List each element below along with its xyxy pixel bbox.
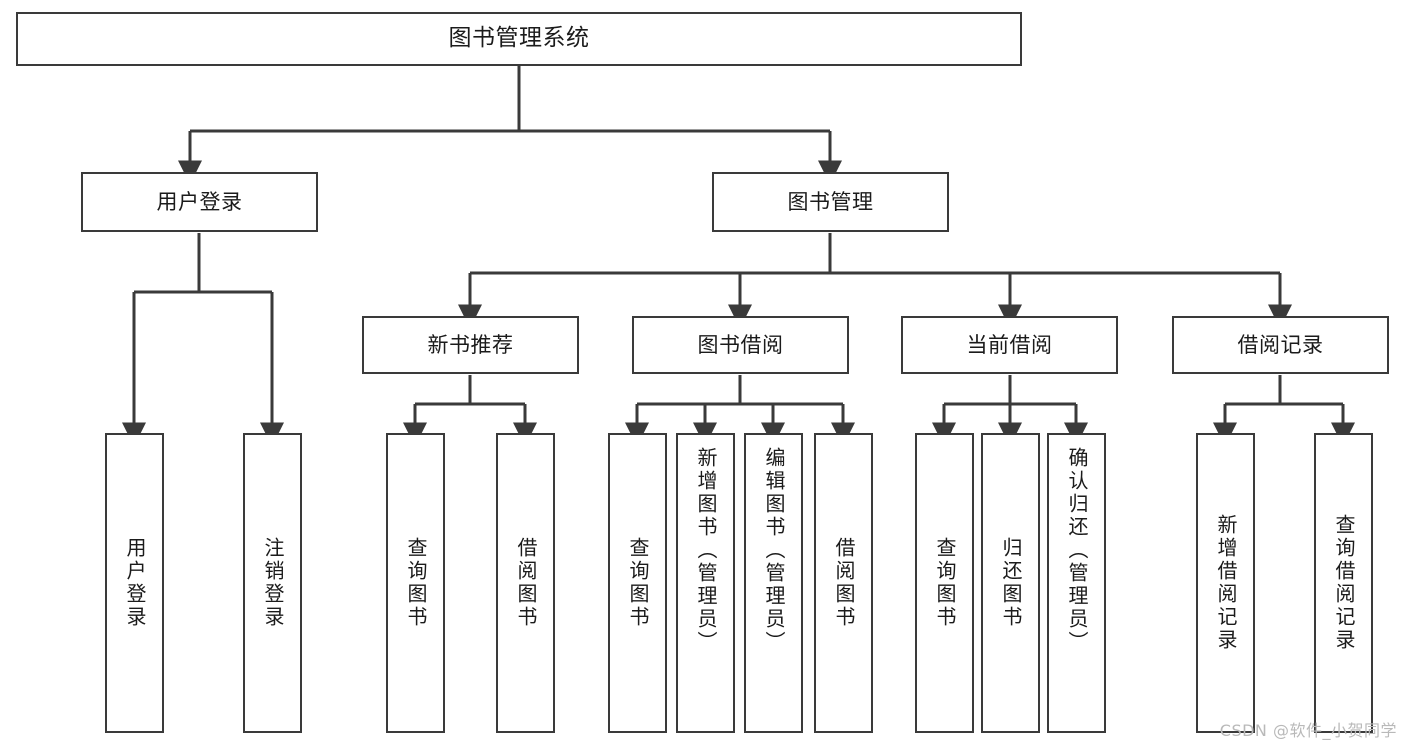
leaf-nb-query-book-label: 查询图书 [404, 537, 428, 629]
leaf-nb-query-book[interactable]: 查询图书 [386, 433, 445, 733]
node-borrow-record-label: 借阅记录 [1237, 332, 1324, 357]
node-book-manage[interactable]: 图书管理 [712, 172, 949, 232]
leaf-br-query-record-label: 查询借阅记录 [1332, 514, 1356, 652]
leaf-logout[interactable]: 注销登录 [243, 433, 302, 733]
node-current-borrow[interactable]: 当前借阅 [901, 316, 1118, 374]
leaf-nb-borrow-book-label: 借阅图书 [514, 537, 538, 629]
leaf-bb-edit-book[interactable]: 编辑图书（管理员） [744, 433, 803, 733]
leaf-bb-add-book-label: 新增图书（管理员） [694, 447, 718, 654]
leaf-bb-borrow-book-label: 借阅图书 [832, 537, 856, 629]
node-borrow-record[interactable]: 借阅记录 [1172, 316, 1389, 374]
leaf-user-login[interactable]: 用户登录 [105, 433, 164, 733]
leaf-cb-return-book[interactable]: 归还图书 [981, 433, 1040, 733]
leaf-bb-borrow-book[interactable]: 借阅图书 [814, 433, 873, 733]
leaf-bb-edit-book-label: 编辑图书（管理员） [762, 447, 786, 654]
watermark: CSDN @软件_小贺同学 [1219, 721, 1397, 740]
node-new-book-recommend[interactable]: 新书推荐 [362, 316, 579, 374]
leaf-br-query-record[interactable]: 查询借阅记录 [1314, 433, 1373, 733]
leaf-bb-add-book[interactable]: 新增图书（管理员） [676, 433, 735, 733]
node-user-login-label: 用户登录 [156, 189, 243, 214]
node-root-label: 图书管理系统 [448, 25, 590, 52]
leaf-bb-query-book[interactable]: 查询图书 [608, 433, 667, 733]
node-current-borrow-label: 当前借阅 [966, 332, 1053, 357]
leaf-cb-query-book[interactable]: 查询图书 [915, 433, 974, 733]
leaf-br-add-record-label: 新增借阅记录 [1214, 514, 1238, 652]
node-new-book-recommend-label: 新书推荐 [427, 332, 514, 357]
leaf-cb-confirm-return-label: 确认归还（管理员） [1065, 447, 1089, 654]
leaf-user-login-label: 用户登录 [123, 537, 147, 629]
node-book-borrow[interactable]: 图书借阅 [632, 316, 849, 374]
leaf-bb-query-book-label: 查询图书 [626, 537, 650, 629]
leaf-nb-borrow-book[interactable]: 借阅图书 [496, 433, 555, 733]
node-user-login[interactable]: 用户登录 [81, 172, 318, 232]
leaf-br-add-record[interactable]: 新增借阅记录 [1196, 433, 1255, 733]
leaf-cb-confirm-return[interactable]: 确认归还（管理员） [1047, 433, 1106, 733]
leaf-cb-query-book-label: 查询图书 [933, 537, 957, 629]
leaf-logout-label: 注销登录 [261, 537, 285, 629]
node-book-borrow-label: 图书借阅 [697, 332, 784, 357]
leaf-cb-return-book-label: 归还图书 [999, 537, 1023, 629]
node-book-manage-label: 图书管理 [787, 189, 874, 214]
node-root[interactable]: 图书管理系统 [16, 12, 1022, 66]
